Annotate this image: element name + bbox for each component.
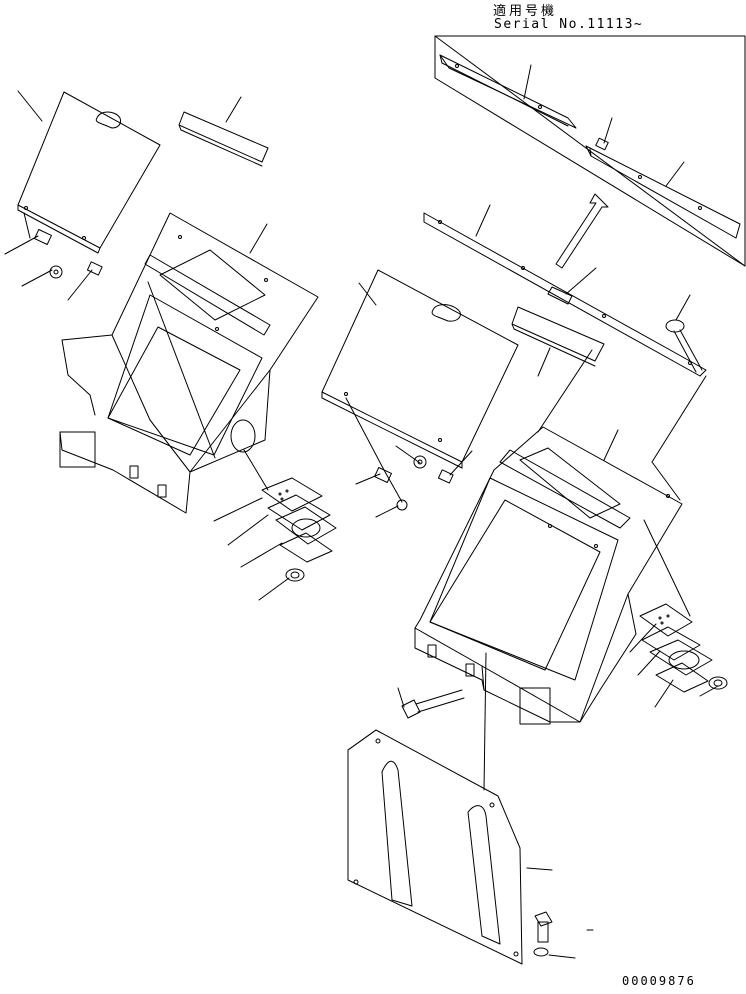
upgrade-arrow — [556, 194, 608, 268]
left-console-assembly — [5, 91, 336, 600]
applicable-model-label: 適用号機 — [493, 4, 558, 19]
right-latch-parts — [375, 456, 454, 510]
right-speaker-assembly — [640, 604, 727, 692]
serial-inset-box — [435, 36, 745, 266]
left-lid — [179, 112, 268, 166]
right-long-bracket — [424, 213, 706, 376]
right-console-body — [415, 427, 682, 724]
left-speaker-assembly — [262, 478, 336, 581]
right-top-bolt — [666, 320, 702, 372]
serial-number-label: Serial No.11113~ — [494, 17, 644, 32]
left-latch-parts — [35, 230, 103, 278]
left-console-body — [60, 213, 318, 513]
right-lid — [512, 307, 604, 366]
right-bottom-plate — [348, 730, 522, 964]
right-console-assembly — [322, 205, 727, 964]
inset-upper-bracket — [440, 55, 576, 128]
drawing-id-label: 00009876 — [622, 974, 696, 988]
right-cover-panel — [322, 270, 518, 468]
left-cover-panel — [18, 92, 160, 253]
inset-lower-bracket — [586, 138, 740, 238]
right-mount-bolt — [402, 690, 464, 718]
right-bottom-bolt-washer — [534, 912, 552, 956]
